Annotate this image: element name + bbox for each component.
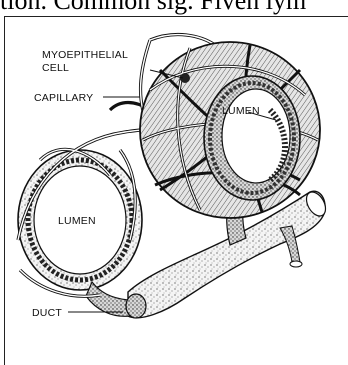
myoepithelial-cell-label-line2: CELL — [42, 62, 69, 74]
lower-alveolus — [18, 150, 146, 318]
duct-label: DUCT — [32, 307, 62, 319]
upper-alveolus — [140, 42, 320, 218]
upper-lumen-label: LUMEN — [222, 105, 260, 117]
myoepithelial-cell-label: MYOEPITHELIAL — [42, 49, 128, 61]
lower-lumen-label: LUMEN — [58, 215, 96, 227]
capillary-label: CAPILLARY — [34, 92, 93, 104]
